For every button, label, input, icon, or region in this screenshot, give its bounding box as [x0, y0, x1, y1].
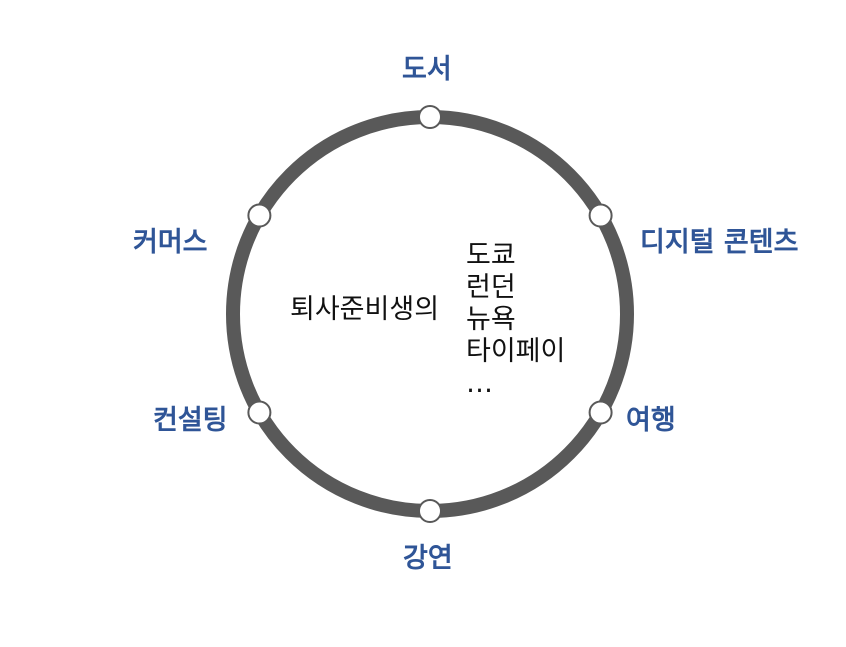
node-label-lecture: 강연 — [403, 543, 453, 574]
node-label-commerce: 커머스 — [133, 227, 208, 258]
city-item-taipei: 타이페이 — [466, 336, 566, 367]
city-item-tokyo: 도쿄 — [466, 240, 516, 271]
node-label-travel: 여행 — [626, 405, 676, 436]
node-circle-commerce — [247, 203, 272, 228]
node-label-digital-content: 디지털 콘텐츠 — [640, 227, 799, 258]
city-item-more: … — [466, 368, 493, 399]
node-label-consulting: 컨설팅 — [153, 405, 228, 436]
node-circle-digital-content — [588, 203, 613, 228]
node-circles — [247, 105, 613, 523]
node-label-books: 도서 — [402, 54, 452, 85]
node-circle-travel — [588, 400, 613, 425]
node-circle-consulting — [247, 400, 272, 425]
city-item-newyork: 뉴욕 — [466, 304, 516, 335]
city-list: 도쿄 런던 뉴욕 타이페이 … — [466, 240, 565, 400]
center-title: 퇴사준비생의 — [290, 294, 440, 325]
node-circle-lecture — [418, 499, 442, 523]
node-circle-books — [418, 105, 442, 129]
city-item-london: 런던 — [466, 272, 516, 303]
